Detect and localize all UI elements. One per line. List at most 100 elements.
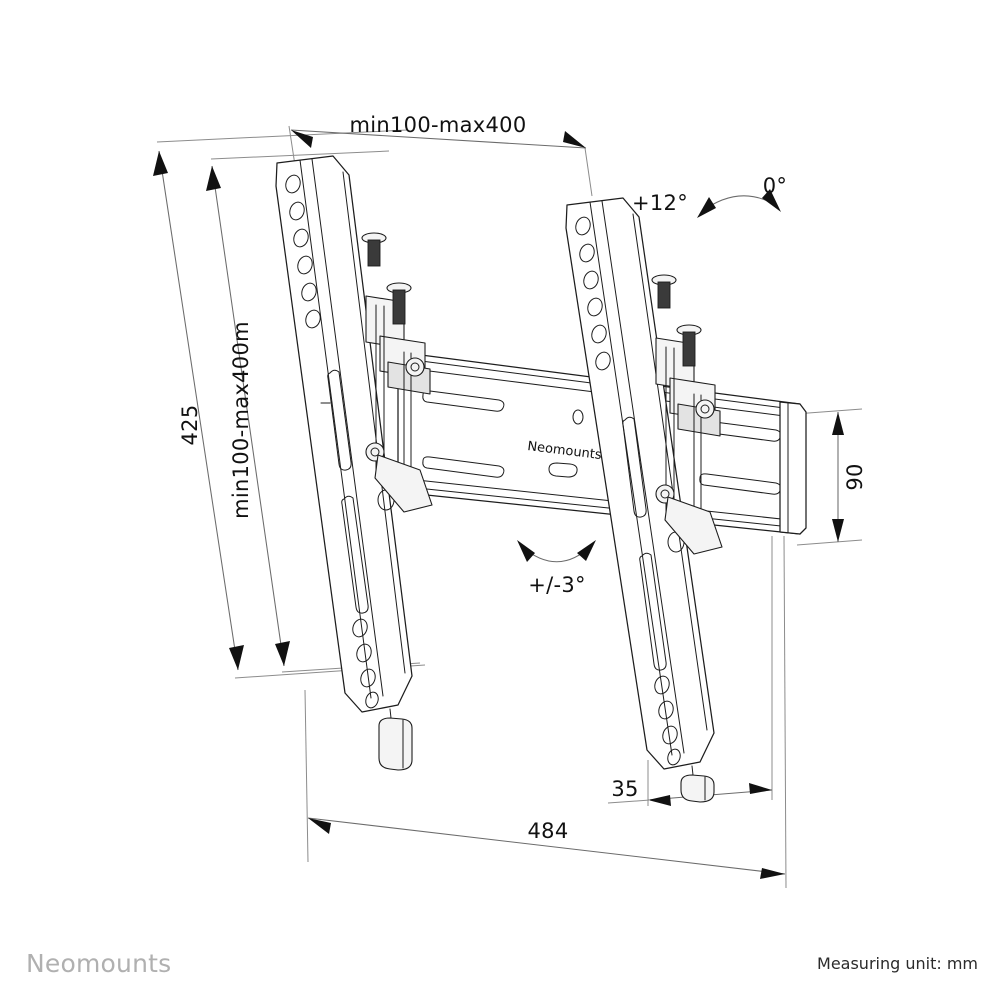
plate-slot-lower-left [422,456,505,478]
left-pivot-upper-inner [410,362,420,372]
plate-center-hole [572,409,584,425]
right-screw-lower [676,324,702,367]
dim-label-overall-height: 425 [178,405,202,446]
left-pivot-upper [405,357,425,377]
right-hole-10 [667,748,681,766]
left-arm-body [275,155,413,713]
angle-label-level-adjust: +/-3° [528,573,586,597]
right-tilt-link [664,496,723,555]
arrow-plate-height-bottom [832,519,844,542]
left-arm-inner-edge-b [311,158,384,697]
right-pivot-lower-inner [660,489,670,499]
arrow-tilt-zero [762,189,781,212]
left-screw-lower [386,282,412,325]
right-arm-inner-edge-a [589,201,673,756]
right-hole-8 [658,700,674,720]
left-hole-10 [365,691,379,709]
right-hole-7 [654,675,670,695]
left-screw-upper [361,232,387,267]
angle-annotation-layer: +12° 0° +/-3° [517,174,787,597]
right-hole-5 [591,324,607,344]
footer-brand-logo: Neomounts [26,948,172,978]
wall-plate-bottom-fold [397,477,801,522]
right-hole-2 [579,243,595,263]
right-arm-hole-column-upper [575,216,611,371]
left-arm-inner-edge-c [342,171,406,674]
left-hole-1 [285,174,301,194]
left-arm-inner-edge-a [299,159,372,699]
right-arm-slot-upper [622,416,647,518]
arrow-overall-width-right [760,868,785,879]
right-screw-upper [651,274,677,309]
dim-line-vesa-vertical [211,165,285,667]
arrow-vesa-vertical-top [206,166,221,191]
left-pull-knob [378,717,413,771]
arrow-level-adjust-right [577,540,596,561]
dim-label-wall-offset: 35 [611,777,638,801]
left-screw-lower-shaft [392,289,406,325]
dim-label-vesa-vertical: min100-max400m [229,321,253,519]
left-arm-slot-lower [341,495,369,614]
arrow-wall-offset-right [749,783,772,794]
left-hole-5 [301,282,317,302]
ext-line-bottom-right [783,535,787,889]
plate-right-endcap [779,401,807,535]
footer: Neomounts Measuring unit: mm [0,930,1004,1004]
ext-line-right-top-tick [584,147,593,197]
measuring-unit-note: Measuring unit: mm [817,953,978,973]
left-pivot-lower-inner [370,447,380,457]
arrow-tilt-forward [697,197,716,218]
ext-line-top-outer [156,129,408,143]
right-hole-4 [587,297,603,317]
right-hole-9 [662,725,678,745]
left-hole-7 [352,618,368,638]
dim-label-plate-height: 90 [843,463,867,490]
dim-line-overall-width [307,817,786,875]
right-hole-6 [595,351,611,371]
right-hole-3 [583,270,599,290]
left-arm-hole-column-lower [352,618,379,709]
right-screw-lower-shaft [682,331,696,367]
arrow-vesa-horizontal-right [563,131,586,148]
dim-label-overall-width: 484 [528,819,569,843]
dimension-layer: 425 min100-max400m min100-max400 90 35 [153,113,867,889]
left-hole-2 [289,201,305,221]
right-pivot-upper [695,399,715,419]
angle-label-tilt-zero: 0° [763,174,787,198]
ext-line-top-inner [210,150,390,160]
left-mount-arm [275,155,433,771]
plate-oval-hole [548,462,578,478]
arrow-level-adjust-left [517,540,535,562]
right-arm-inner-edge-b [601,200,685,754]
left-screw-upper-shaft [367,239,381,267]
arrow-vesa-horizontal-left [291,130,313,148]
dim-label-vesa-horizontal: min100-max400 [350,113,527,137]
left-hole-4 [297,255,313,275]
right-pivot-upper-inner [700,404,710,414]
dim-line-vesa-horizontal [290,129,587,149]
arrow-wall-offset-left [648,795,671,806]
right-mount-arm [565,197,723,803]
ext-line-offset-leader [607,799,651,804]
ext-line-bottom-left [304,689,309,863]
left-tilt-link [374,454,433,513]
right-screw-upper-shaft [657,281,671,309]
left-arm-hole-column-upper [285,174,321,329]
left-arm-slot-upper [327,369,352,471]
angle-label-tilt-forward: +12° [632,191,688,215]
dim-line-overall-height [158,150,239,671]
arrow-plate-height-top [832,412,844,435]
right-arm-hole-column-lower [654,675,681,766]
left-hole-3 [293,228,309,248]
left-hole-6 [305,309,321,329]
arrow-overall-height-top [153,151,168,176]
right-hole-1 [575,216,591,236]
arrow-overall-height-bottom [229,645,244,670]
right-arm-inner-edge-c [632,213,708,731]
arrow-overall-width-left [308,818,331,834]
left-hole-8 [356,643,372,663]
right-arm-slot-lower [639,552,667,671]
ext-line-plate-bottom [796,539,863,546]
